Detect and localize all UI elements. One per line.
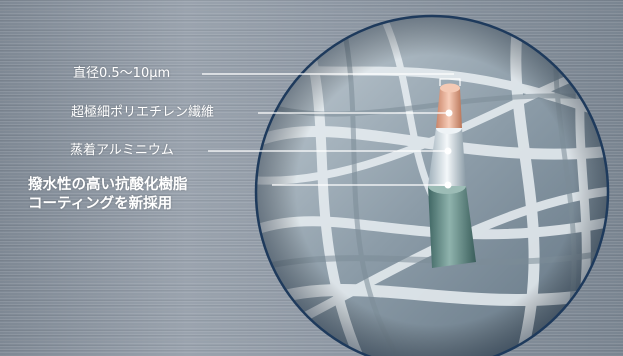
label-vapor-aluminium: 蒸着アルミニウム xyxy=(70,143,174,158)
diameter-bracket xyxy=(439,78,461,86)
callout-dot-aluminium xyxy=(444,147,452,155)
callout-dot-core xyxy=(445,109,453,117)
lens-border xyxy=(254,14,610,356)
leader-lines xyxy=(202,73,454,186)
label-polyethylene-fiber: 超極細ポリエチレン繊維 xyxy=(71,105,215,120)
label-diameter: 直径0.5～10μm xyxy=(73,66,171,81)
fiber-cross-section xyxy=(428,83,476,268)
callout-dot-coating xyxy=(444,181,452,189)
label-resin-coating: 撥水性の高い抗酸化樹脂 コーティングを新採用 xyxy=(28,177,188,212)
callout-dots xyxy=(444,109,453,189)
